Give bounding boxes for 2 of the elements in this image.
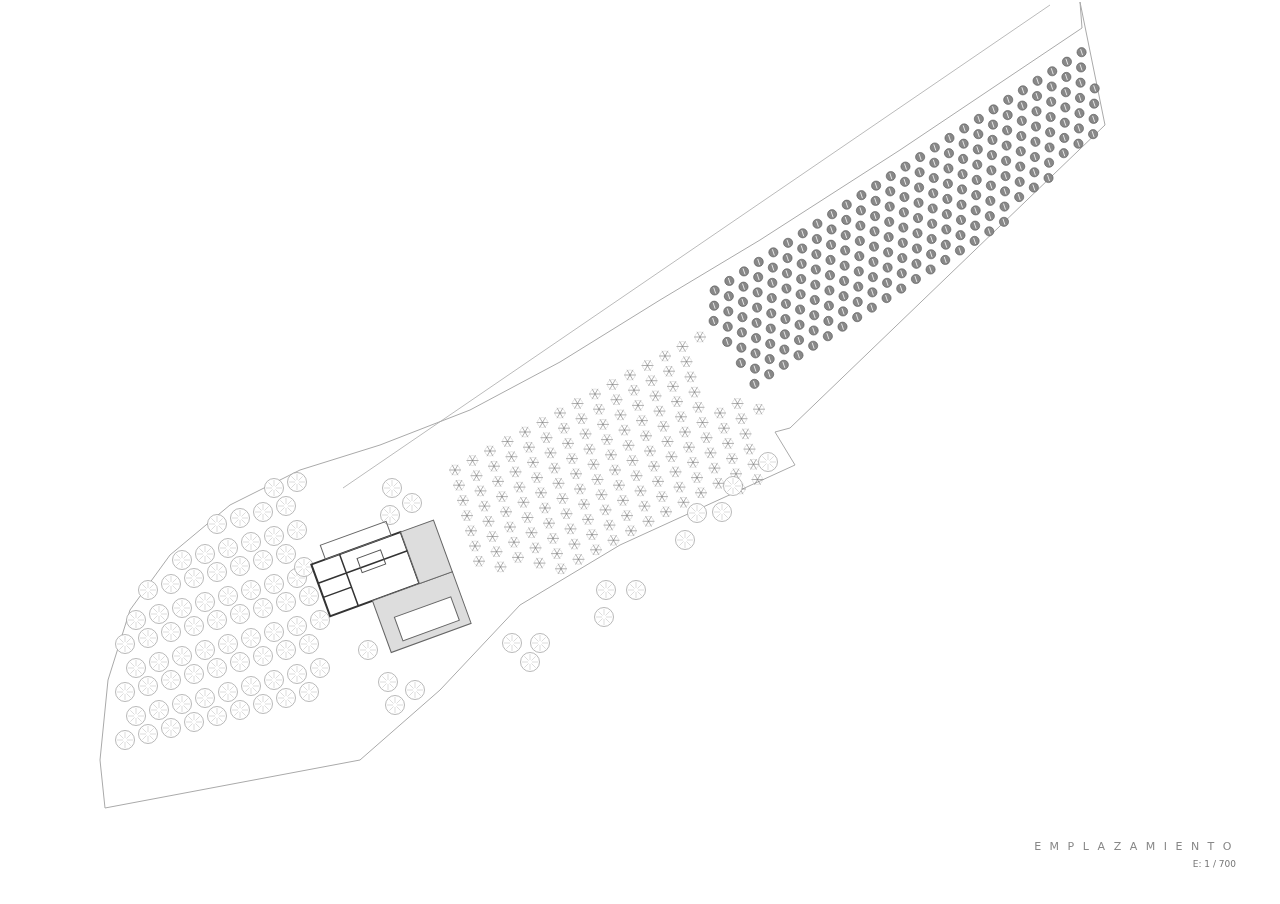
scale-label: E: 1 / 700: [1192, 859, 1236, 869]
drawing-title: EMPLAZAMIENTO: [1034, 840, 1240, 853]
